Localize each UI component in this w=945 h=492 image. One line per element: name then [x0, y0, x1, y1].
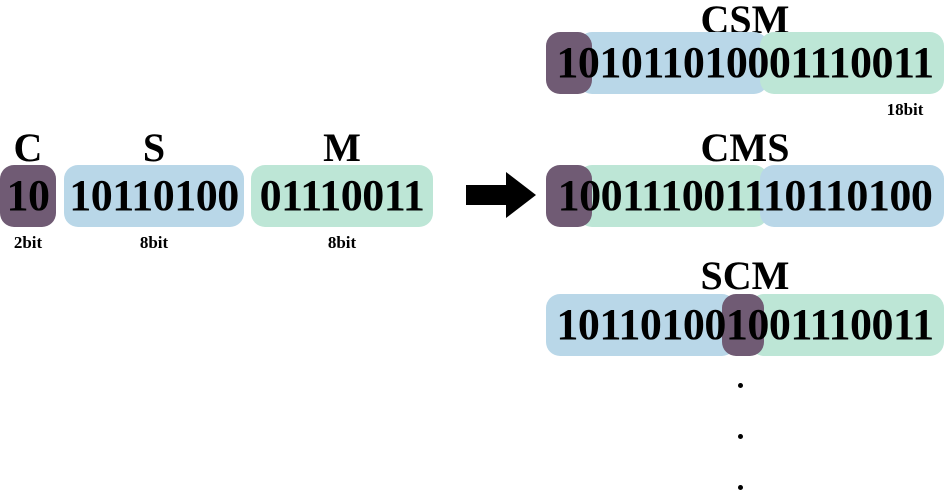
cms-c-block: [546, 165, 592, 227]
c-block: [0, 165, 56, 227]
s-block: [64, 165, 244, 227]
csm-m-block: [760, 32, 944, 94]
right-arrow-icon: [466, 172, 536, 218]
scm-s-block: [546, 294, 736, 356]
csm-width-label: 18bit: [886, 100, 924, 119]
cms-s-block: [760, 165, 944, 227]
c-width-label: 2bit: [13, 233, 43, 252]
scm-c-block: [722, 294, 764, 356]
m-bits: 01110011: [259, 171, 425, 220]
c-label: C: [13, 125, 43, 170]
cms-m-block: [578, 165, 768, 227]
s-bits: 10110100: [69, 171, 239, 220]
m-block: [251, 165, 433, 227]
s-label: S: [142, 125, 166, 170]
scm-m-block: [750, 294, 944, 356]
s-width-label: 8bit: [139, 233, 169, 252]
csm-s-block: [578, 32, 768, 94]
ellipsis-dot: [738, 485, 743, 490]
ellipsis-dot: [738, 383, 743, 388]
cms-bits: 100111001110110100: [557, 171, 933, 220]
ellipsis-dot: [738, 434, 743, 439]
m-label: M: [323, 125, 361, 170]
m-width-label: 8bit: [327, 233, 357, 252]
csm-bits: 101011010001110011: [556, 38, 934, 87]
scm-label: SCM: [700, 253, 790, 298]
scm-bits: 101101001001110011: [556, 300, 934, 349]
c-bits: 10: [6, 171, 51, 220]
cms-label: CMS: [700, 125, 790, 170]
csm-c-block: [546, 32, 592, 94]
